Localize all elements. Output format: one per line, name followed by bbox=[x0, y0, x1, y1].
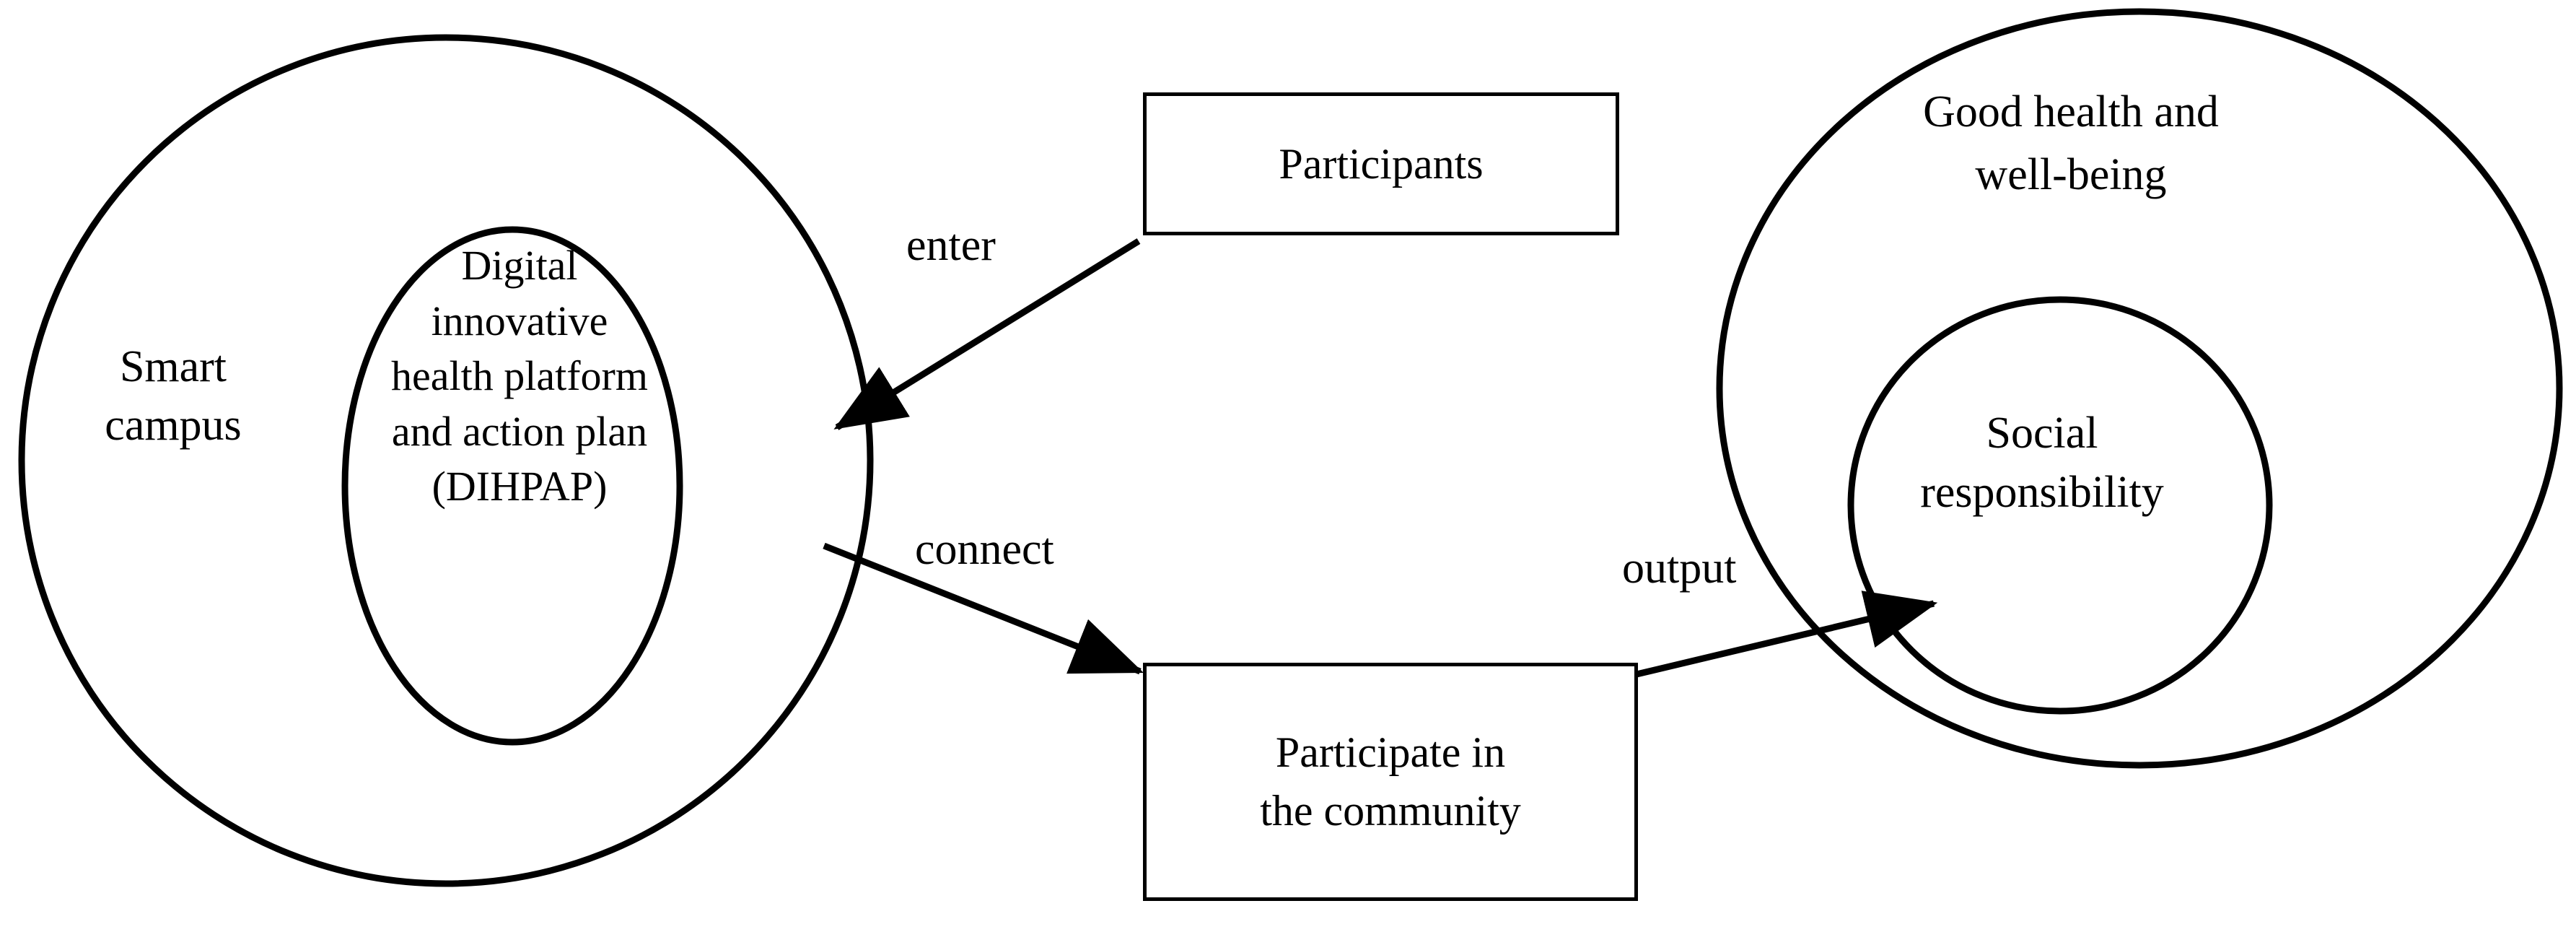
participate-in-community-box[interactable]: Participate in the community bbox=[1143, 663, 1638, 901]
edge-label-output: output bbox=[1622, 544, 1737, 593]
dihpap-circle bbox=[341, 226, 683, 746]
participate-in-community-box-label: Participate in the community bbox=[1260, 728, 1521, 835]
smart-campus-circle bbox=[18, 34, 874, 887]
participants-box-label: Participants bbox=[1279, 139, 1484, 188]
good-health-circle bbox=[1716, 8, 2563, 769]
edge-label-enter: enter bbox=[906, 221, 996, 270]
participants-box[interactable]: Participants bbox=[1143, 92, 1619, 235]
edge-label-connect: connect bbox=[915, 525, 1054, 574]
edge-output-line bbox=[1635, 591, 1938, 678]
social-responsibility-circle-shape bbox=[1847, 296, 2273, 715]
edge-enter-line bbox=[833, 238, 1141, 430]
edge-connect-line bbox=[823, 542, 1144, 675]
